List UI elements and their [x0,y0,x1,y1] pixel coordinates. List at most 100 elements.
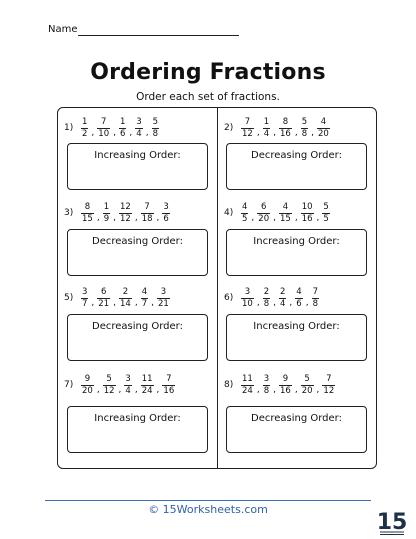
denominator: 8 [262,297,271,309]
footer-copyright-link[interactable]: © 15Worksheets.com [148,503,268,516]
denominator: 4 [124,384,132,396]
answer-box-3[interactable]: Decreasing Order: [67,229,208,276]
comma-separator: , [113,298,116,308]
numerator: 3 [244,286,251,297]
denominator: 6 [119,127,127,139]
numerator: 12 [120,201,131,212]
numerator: 3 [163,201,169,212]
denominator: 18 [140,212,154,224]
comma-separator: , [294,128,298,138]
answer-box-5[interactable]: Decreasing Order: [67,314,208,361]
answer-label: Decreasing Order: [92,321,183,332]
column-divider [217,107,218,469]
numerator: 6 [101,286,107,297]
numerator: 4 [320,116,327,127]
denominator: 8 [262,384,271,396]
denominator: 16 [279,384,292,396]
numerator: 4 [242,201,248,212]
problem-number: 5) [64,293,74,303]
comma-separator: , [273,128,276,138]
comma-separator: , [316,385,320,395]
page-title: Ordering Fractions [90,60,326,85]
numerator: 4 [141,286,148,297]
instructions: Order each set of fractions. [136,91,280,103]
comma-separator: , [113,128,116,138]
denominator: 12 [102,384,116,396]
name-line [78,35,239,36]
denominator: 12 [322,384,336,396]
denominator: 4 [135,127,143,139]
answer-box-8[interactable]: Decreasing Order: [226,406,367,453]
numerator: 10 [301,201,313,212]
numerator: 3 [136,116,142,127]
answer-box-4[interactable]: Increasing Order: [226,229,367,276]
problem-number: 8) [224,380,234,390]
answer-box-1[interactable]: Increasing Order: [67,143,208,190]
numerator: 5 [304,373,310,384]
logo-text: 15 [377,510,407,535]
answer-box-7[interactable]: Increasing Order: [67,406,208,453]
denominator: 21 [97,297,111,309]
denominator: 4 [279,297,287,309]
answer-label: Decreasing Order: [92,236,183,247]
denominator: 21 [157,297,170,309]
answer-box-6[interactable]: Increasing Order: [226,314,367,361]
numerator: 7 [244,116,251,127]
denominator: 15 [81,212,94,224]
numerator: 9 [84,373,91,384]
denominator: 20 [257,212,271,224]
problem-number: 7) [64,380,74,390]
answer-label: Increasing Order: [94,413,181,424]
comma-separator: , [134,298,138,308]
denominator: 20 [81,384,94,396]
logo-background [377,505,407,537]
denominator: 9 [102,212,111,224]
numerator: 1 [120,116,126,127]
comma-separator: , [156,213,160,223]
numerator: 7 [166,373,172,384]
comma-separator: , [294,385,298,395]
numerator: 5 [152,116,159,127]
denominator: 12 [119,212,132,224]
comma-separator: , [134,385,138,395]
answer-box-2[interactable]: Decreasing Order: [226,143,367,190]
denominator: 6 [295,297,303,309]
numerator: 8 [282,116,289,127]
comma-separator: , [156,385,160,395]
denominator: 24 [241,384,254,396]
numerator: 7 [101,116,107,127]
denominator: 10 [241,297,254,309]
numerator: 9 [282,373,289,384]
denominator: 16 [279,127,292,139]
denominator: 20 [300,384,314,396]
denominator: 20 [317,127,330,139]
denominator: 8 [300,127,309,139]
comma-separator: , [251,213,255,223]
comma-separator: , [316,213,320,223]
comma-separator: , [145,128,149,138]
numerator: 1 [103,201,110,212]
problem-number: 3) [64,208,74,218]
